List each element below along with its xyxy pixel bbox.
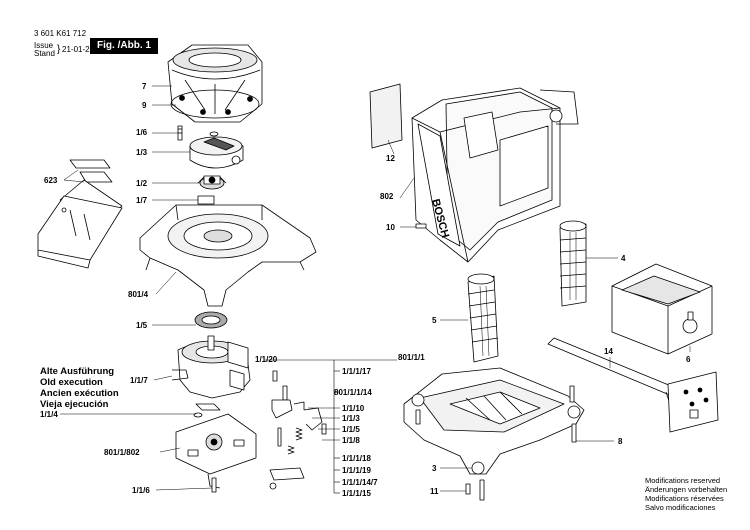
callout-11: 11 (430, 487, 439, 496)
prism-head-part (189, 131, 244, 169)
callout-3: 3 (432, 464, 437, 473)
note-line: Modifications réservées (645, 494, 724, 503)
callout-bracket-lines (265, 359, 397, 494)
callout-4: 4 (621, 254, 626, 263)
screw-1-6 (177, 125, 183, 141)
callout-1-1-1-18: 1/1/1/18 (342, 454, 371, 463)
callout-1-1-1-19: 1/1/1/19 (342, 466, 371, 475)
callout-623: 623 (44, 176, 58, 185)
note-line: Salvo modificaciones (645, 503, 716, 512)
callout-1-2: 1/2 (136, 179, 148, 188)
issue-date: 21-01-20 (62, 45, 95, 54)
header-brace: } (57, 44, 61, 55)
small-washer (193, 412, 203, 418)
small-hardware-parts (269, 370, 327, 490)
figure-label: Fig. /Abb. 1 (90, 38, 158, 54)
callout-7: 7 (142, 82, 147, 91)
legend-line: Old execution (40, 377, 103, 388)
callout-801-1-1: 801/1/1 (398, 353, 425, 362)
callout-1-1-8: 1/1/8 (342, 436, 360, 445)
callout-1-1-6: 1/1/6 (132, 486, 150, 495)
main-housing-part (411, 87, 579, 263)
bellows-part-5 (467, 273, 499, 363)
callout-6: 6 (686, 355, 691, 364)
top-cover-part (167, 44, 263, 123)
callout-1-5: 1/5 (136, 321, 148, 330)
callout-1-1-3: 1/1/3 (342, 414, 360, 423)
bellows-part-4 (559, 220, 587, 307)
callout-1-3: 1/3 (136, 148, 148, 157)
tripod-base-part (403, 367, 585, 475)
gear-part (197, 175, 227, 190)
callout-1-1-20: 1/1/20 (255, 355, 278, 364)
callout-801-4: 801/4 (128, 290, 149, 299)
old-execution-legend: Alte Ausführung Old execution Ancien exé… (40, 366, 119, 410)
legend-line: Alte Ausführung (40, 366, 115, 377)
part-number: 3 601 K61 712 (34, 29, 87, 38)
callout-8: 8 (618, 437, 623, 446)
issue-label: Issue (34, 41, 54, 50)
callout-5: 5 (432, 316, 437, 325)
fasteners-8-11 (415, 385, 577, 501)
callout-1-1-1-14-7: 1/1/1/14/7 (342, 478, 378, 487)
callout-1-6: 1/6 (136, 128, 148, 137)
callout-801-1-802: 801/1/802 (104, 448, 140, 457)
callout-802: 802 (380, 192, 394, 201)
callout-9: 9 (142, 101, 147, 110)
callout-1-1-4: 1/1/4 (40, 410, 58, 419)
motor-unit-part (171, 335, 251, 399)
ribbon-cable-part (547, 337, 719, 433)
note-line: Modifications reserved (645, 476, 721, 485)
ring-part (194, 311, 228, 329)
callout-1-1-7: 1/1/7 (130, 376, 148, 385)
callout-1-1-10: 1/1/10 (342, 404, 365, 413)
callout-10: 10 (386, 223, 395, 232)
leader-lines (60, 85, 691, 492)
callout-801-1-1-14: 801/1/1/14 (334, 388, 372, 397)
note-line: Änderungen vorbehalten (645, 485, 728, 494)
screw-10 (415, 223, 427, 229)
stand-label: Stand (34, 49, 55, 58)
label-sheet-part (369, 83, 403, 149)
battery-lid-part (37, 159, 123, 269)
callout-12: 12 (386, 154, 395, 163)
callout-1-7: 1/7 (136, 196, 148, 205)
legend-line: Ancien exécution (40, 388, 119, 399)
clip-1-7 (197, 195, 215, 205)
callout-1-1-1-15: 1/1/1/15 (342, 489, 371, 498)
bracket-1-1-4 (195, 403, 221, 411)
legend-line: Vieja ejecución (40, 399, 109, 410)
callout-14: 14 (604, 347, 613, 356)
callout-1-1-5: 1/1/5 (342, 425, 360, 434)
circuit-board-part (175, 413, 257, 493)
callout-1-1-1-17: 1/1/1/17 (342, 367, 371, 376)
modifications-note: Modifications reserved Änderungen vorbeh… (645, 476, 727, 512)
electronics-box-part (611, 263, 713, 355)
housing-base-part (139, 204, 317, 307)
